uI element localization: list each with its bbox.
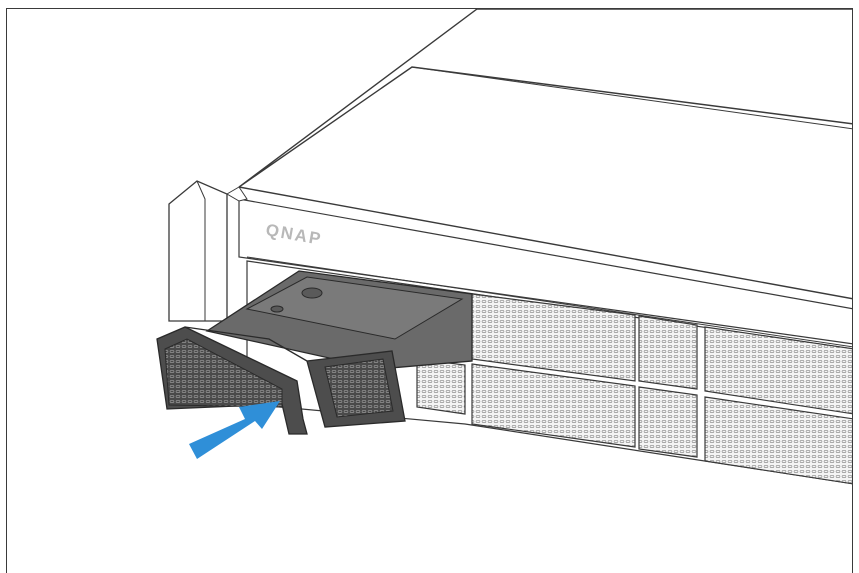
bezel-lower-edge [246,256,852,348]
drive-tray-inserting [156,270,473,435]
insert-direction-arrow [189,401,280,459]
chassis-top [238,9,852,188]
rack-ear-fold [196,180,206,321]
hdd-top [245,276,464,340]
handle-lever [184,326,308,362]
rack-ear [168,180,228,322]
drive-tray-4 [704,396,852,485]
front-bezel [238,198,852,345]
drive-tray-2 [704,326,852,415]
tray-handle-mesh [164,338,283,408]
drive-tray-5 [416,358,466,415]
hdd-hole-1 [301,287,323,299]
hdd-hole-2 [270,305,284,313]
drive-tray-3 [471,363,636,448]
chassis-top-seam [411,66,852,130]
illustration-frame: QNAP [6,8,853,573]
drive-tray-1-latch [638,315,698,390]
chassis-top-edge [238,186,852,300]
nas-chassis: QNAP [168,9,852,348]
arrow-icon [189,401,280,459]
tray-front-mesh [324,358,394,418]
ear-bracket [226,186,248,202]
drive-tray-3-latch [638,386,698,458]
nas-drive-install-illustration: QNAP [156,9,852,485]
